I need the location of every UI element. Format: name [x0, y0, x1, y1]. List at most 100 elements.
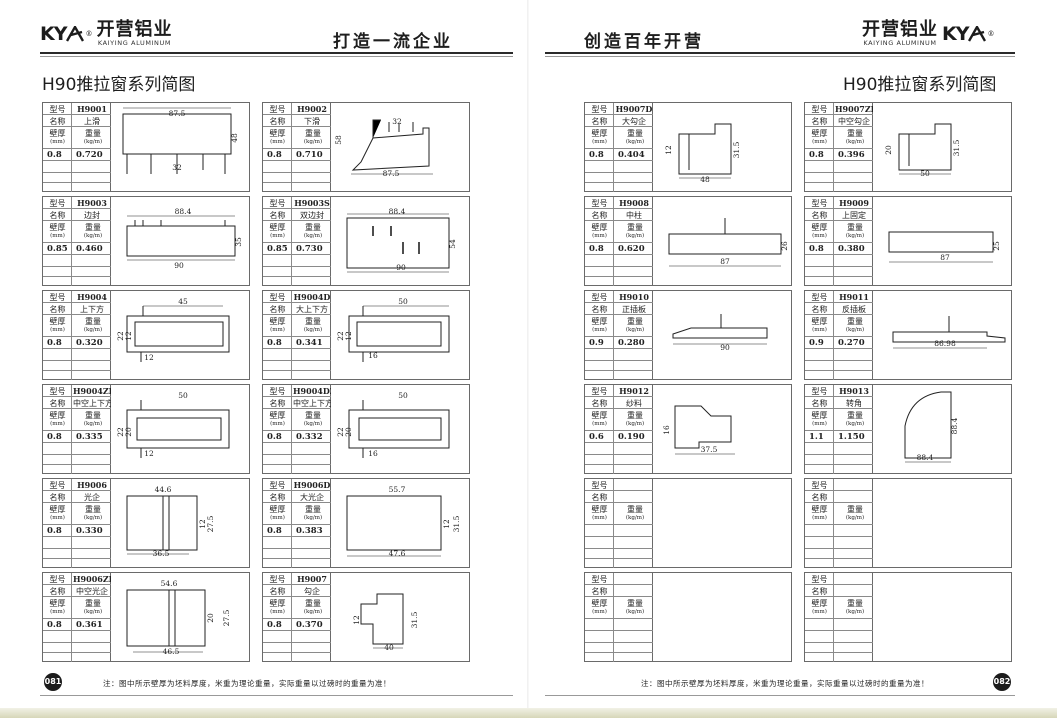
dimension-label: 26: [780, 241, 789, 251]
model-value: H9011: [839, 292, 869, 302]
weight-value: 0.370: [296, 620, 323, 630]
wall-value: 0.8: [589, 150, 604, 160]
spec-table: 型号 名称 壁厚(mm) 重量(kg/m): [585, 479, 653, 568]
model-value: H9007D: [615, 104, 653, 114]
wall-value: 0.85: [47, 244, 68, 254]
weight-value: 0.341: [296, 338, 323, 348]
spec-table: 型号 名称 壁厚(mm) 重量(kg/m) H9006D 大光企 0.8 0.3…: [263, 479, 331, 568]
dimension-label: 36.5: [153, 549, 170, 558]
weight-label: 重量(kg/m): [303, 129, 323, 145]
model-label: 型号: [591, 293, 608, 302]
logo-left: KY ® 开营铝业 KAIYING ALUMINUM: [40, 20, 172, 47]
dimension-label: 88.4: [917, 453, 934, 462]
logo-a-icon: [66, 25, 85, 42]
name-label: 名称: [811, 587, 828, 596]
model-label: 型号: [49, 199, 66, 208]
page-number-right: 082: [993, 673, 1011, 691]
dimension-label: 54.6: [161, 579, 178, 588]
weight-value: 0.460: [76, 244, 103, 254]
model-label: 型号: [811, 387, 828, 396]
weight-value: 0.404: [618, 150, 645, 160]
brand-block: 开营铝业 KAIYING ALUMINUM: [862, 20, 938, 47]
dimension-label: 50: [398, 297, 408, 306]
header-rule: [40, 52, 513, 54]
dimension-label: 20: [344, 427, 353, 437]
dimension-label: 40: [384, 643, 394, 652]
model-label: 型号: [591, 481, 608, 490]
wall-label: 壁厚(mm): [269, 411, 286, 427]
dimension-label: 87.5: [383, 169, 400, 178]
name-value: 双边封: [300, 211, 324, 220]
weight-value: 0.361: [76, 620, 103, 630]
model-value: H9012: [619, 386, 649, 396]
model-value: H9004D: [293, 292, 331, 302]
wall-value: 0.8: [589, 244, 604, 254]
weight-value: 0.380: [838, 244, 865, 254]
spec-table: 型号 名称 壁厚(mm) 重量(kg/m) H9004ZK 中空上下方 0.8 …: [43, 385, 111, 474]
page-number-left: 081: [44, 673, 62, 691]
logo-right: 开营铝业 KAIYING ALUMINUM KY ®: [858, 20, 994, 47]
name-value: 中空勾企: [838, 117, 870, 126]
model-value: H9013: [839, 386, 869, 396]
wall-value: 0.8: [47, 526, 62, 536]
model-label: 型号: [591, 387, 608, 396]
profile-card: 型号 名称 壁厚(mm) 重量(kg/m): [584, 572, 792, 662]
name-label: 名称: [591, 211, 608, 220]
name-value: 上下方: [80, 305, 104, 314]
weight-label: 重量(kg/m): [625, 223, 645, 239]
spec-table: 型号 名称 壁厚(mm) 重量(kg/m) H9003 边封 0.85 0.46…: [43, 197, 111, 286]
wall-label: 壁厚(mm): [811, 411, 828, 427]
dimension-label: 50: [398, 391, 408, 400]
weight-label: 重量(kg/m): [625, 505, 645, 521]
profile-card: 型号 名称 壁厚(mm) 重量(kg/m) H9006D 大光企 0.8 0.3…: [262, 478, 470, 568]
spec-table: 型号 名称 壁厚(mm) 重量(kg/m) H9007 勾企 0.8 0.370: [263, 573, 331, 662]
profile-card: 型号 名称 壁厚(mm) 重量(kg/m) H9012 纱料 0.6 0.190…: [584, 384, 792, 474]
spec-table: 型号 名称 壁厚(mm) 重量(kg/m) H9001 上滑 0.8 0.720: [43, 103, 111, 192]
name-label: 名称: [269, 117, 286, 126]
weight-label: 重量(kg/m): [625, 317, 645, 333]
dimension-label: 32: [392, 117, 402, 126]
dimension-label: 12: [352, 615, 361, 625]
spec-table: 型号 名称 壁厚(mm) 重量(kg/m) H9004DZK 中空上下方 0.8…: [263, 385, 331, 474]
profile-card: 型号 名称 壁厚(mm) 重量(kg/m) H9002 下滑 0.8 0.710…: [262, 102, 470, 192]
weight-value: 0.320: [76, 338, 103, 348]
name-value: 大光企: [300, 493, 324, 502]
dimension-label: 55.7: [389, 485, 406, 494]
profile-card: 型号 名称 壁厚(mm) 重量(kg/m) H9003 边封 0.85 0.46…: [42, 196, 250, 286]
weight-label: 重量(kg/m): [303, 411, 323, 427]
model-value: H9006ZK: [73, 574, 111, 584]
profile-drawing: 90: [655, 292, 791, 379]
registered-mark: ®: [85, 29, 93, 38]
wall-value: 0.8: [267, 620, 282, 630]
weight-value: 0.620: [618, 244, 645, 254]
spec-table: 型号 名称 壁厚(mm) 重量(kg/m) H9013 转角 1.1 1.150: [805, 385, 873, 474]
dimension-label: 31.5: [452, 515, 461, 532]
wall-value: 0.8: [47, 150, 62, 160]
wall-value: 0.85: [267, 244, 288, 254]
spec-table: 型号 名称 壁厚(mm) 重量(kg/m) H9009 上固定 0.8 0.38…: [805, 197, 873, 286]
profile-card: 型号 名称 壁厚(mm) 重量(kg/m) H9006ZK 中空光企 0.8 0…: [42, 572, 250, 662]
profile-card: 型号 名称 壁厚(mm) 重量(kg/m) H9009 上固定 0.8 0.38…: [804, 196, 1012, 286]
wall-label: 壁厚(mm): [591, 411, 608, 427]
weight-value: 0.332: [296, 432, 323, 442]
name-label: 名称: [811, 493, 828, 502]
model-label: 型号: [811, 481, 828, 490]
wall-label: 壁厚(mm): [49, 129, 66, 145]
model-label: 型号: [811, 575, 828, 584]
weight-value: 0.270: [838, 338, 865, 348]
name-label: 名称: [269, 587, 286, 596]
brand-name: 开营铝业: [96, 19, 173, 40]
model-label: 型号: [269, 575, 286, 584]
slogan-right: 创造百年开营: [584, 32, 704, 52]
dimension-label: 45: [178, 297, 188, 306]
